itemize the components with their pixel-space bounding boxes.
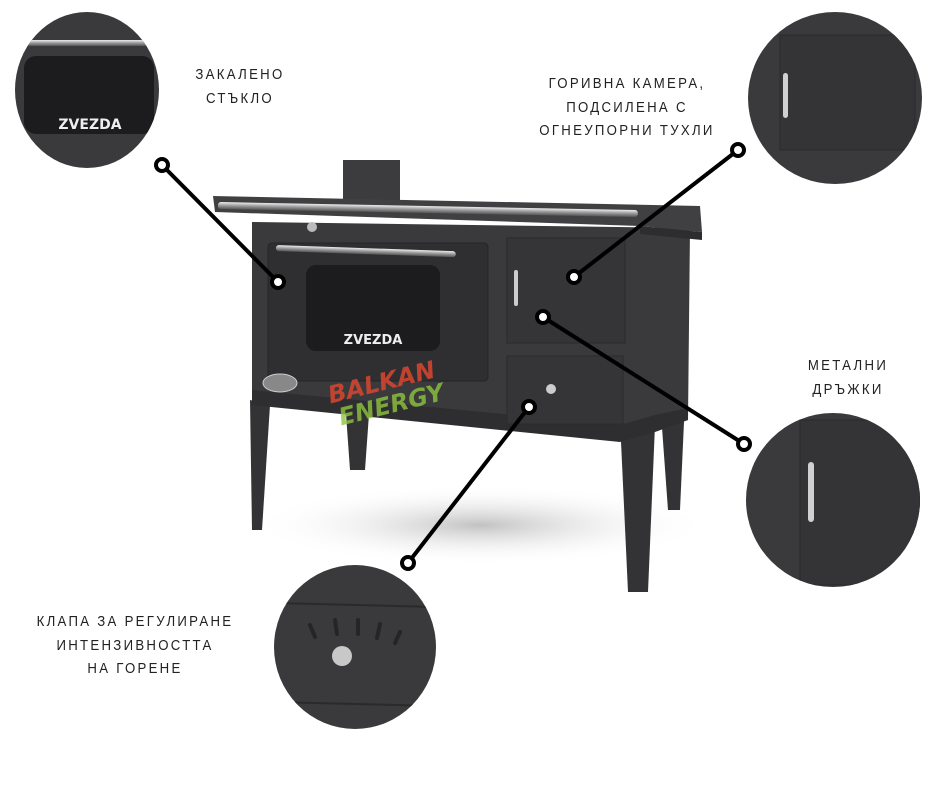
- thermometer-knob: [307, 222, 317, 232]
- firebox-handle: [514, 270, 518, 306]
- damper-knob: [546, 384, 556, 394]
- svg-text:ZVEZDA: ZVEZDA: [58, 117, 121, 133]
- label-line: ОГНЕУПОРНИ ТУХЛИ: [539, 122, 715, 139]
- zoom-handle: [746, 413, 920, 587]
- label-line: СТЪКЛО: [206, 89, 274, 107]
- chimney: [343, 160, 400, 200]
- label-line: ГОРИВНА КАМЕРА,: [548, 75, 706, 92]
- oven-glass: [306, 265, 440, 351]
- zoom-firebox: [748, 12, 922, 184]
- callout-tempered-glass: ЗАКАЛЕНО СТЪКЛО: [178, 63, 301, 110]
- zvezda-logo: ZVEZDA: [344, 333, 403, 348]
- maker-badge: [262, 373, 298, 393]
- callout-lines: [154, 142, 752, 571]
- towel-rail: [217, 202, 638, 218]
- label-line: ЗАКАЛЕНО: [195, 66, 285, 83]
- oven-handle: [275, 245, 456, 258]
- callout-metal-handles: МЕТАЛНИ ДРЪЖКИ: [786, 354, 909, 401]
- stove-base-rail: [252, 390, 688, 442]
- label-line: МЕТАЛНИ: [807, 357, 889, 374]
- label-line: КЛАПА ЗА РЕГУЛИРАНЕ: [36, 613, 234, 630]
- stove-legs: [250, 400, 685, 592]
- floor-shadow: [250, 485, 710, 565]
- callout-damper: КЛАПА ЗА РЕГУЛИРАНЕ ИНТЕНЗИВНОСТТА НА ГО…: [21, 610, 250, 681]
- callout-firebox: ГОРИВНА КАМЕРА, ПОДСИЛЕНА С ОГНЕУПОРНИ Т…: [530, 72, 724, 143]
- label-line: ДРЪЖКИ: [812, 380, 884, 398]
- zoom-damper: [274, 565, 436, 729]
- label-line: ПОДСИЛЕНА С: [566, 98, 688, 116]
- firebox-door: [506, 237, 626, 344]
- zoom-glass: ZVEZDA: [15, 12, 159, 168]
- label-line: ИНТЕНЗИВНОСТТА: [56, 636, 214, 654]
- label-line: НА ГОРЕНЕ: [87, 660, 183, 677]
